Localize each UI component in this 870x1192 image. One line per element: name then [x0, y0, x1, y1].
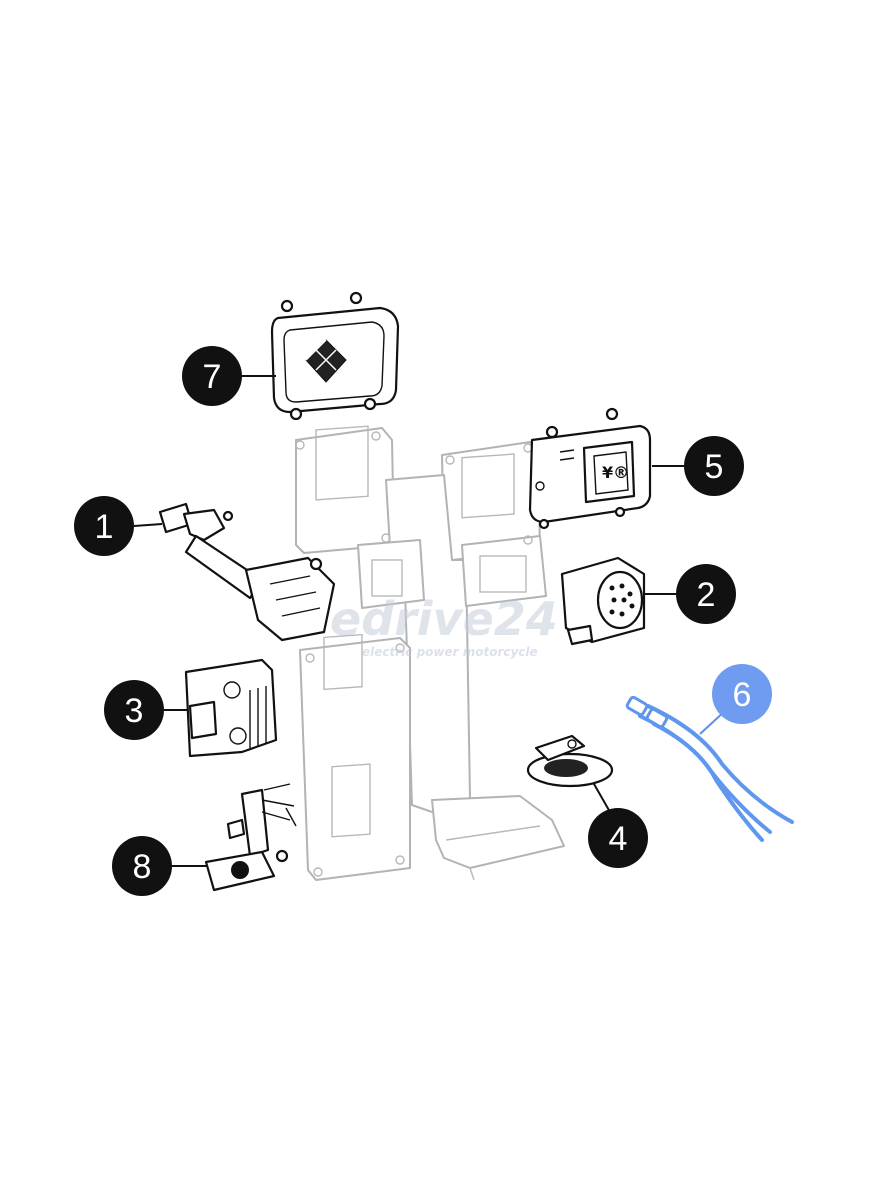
callout-6: 6 — [712, 664, 772, 724]
callout-1-badge — [74, 496, 134, 556]
sensor-switch-part — [204, 783, 297, 892]
cable-harness-part — [625, 695, 794, 842]
watermark-brand: edrive24 — [330, 592, 558, 646]
callout-4: 4 — [588, 808, 648, 868]
callout-6-label: 6 — [733, 676, 752, 714]
watermark-tagline: electric power motorcycle — [362, 645, 538, 659]
callout-4-badge — [588, 808, 648, 868]
cover-plate-part — [270, 291, 400, 421]
callout-2-label: 2 — [697, 576, 716, 614]
callout-1: 1 — [74, 496, 134, 556]
callout-2-badge — [676, 564, 736, 624]
svg-text:¥®: ¥® — [602, 463, 629, 482]
callout-5: 5 — [684, 436, 744, 496]
mounting-frame — [295, 425, 565, 881]
callout-8-label: 8 — [133, 848, 152, 886]
ignition-switch-part — [158, 502, 336, 642]
callout-5-label: 5 — [705, 448, 724, 486]
callout-7: 7 — [182, 346, 242, 406]
callout-8-badge — [112, 836, 172, 896]
callout-5-badge — [684, 436, 744, 496]
watermark: edrive24 electric power motorcycle — [330, 592, 558, 659]
speaker-part — [560, 556, 646, 646]
callout-7-badge — [182, 346, 242, 406]
callout-2: 2 — [676, 564, 736, 624]
relay-part — [184, 658, 278, 758]
callout-3: 3 — [104, 680, 164, 740]
callout-8: 8 — [112, 836, 172, 896]
callout-3-label: 3 — [125, 692, 144, 730]
callout-7-label: 7 — [203, 358, 222, 396]
horn-part — [526, 734, 614, 788]
callout-1-label: 1 — [95, 508, 114, 546]
callout-4-label: 4 — [609, 820, 628, 858]
callout-6-badge — [712, 664, 772, 724]
callout-3-badge — [104, 680, 164, 740]
controller-module-part: ¥® — [528, 407, 652, 530]
